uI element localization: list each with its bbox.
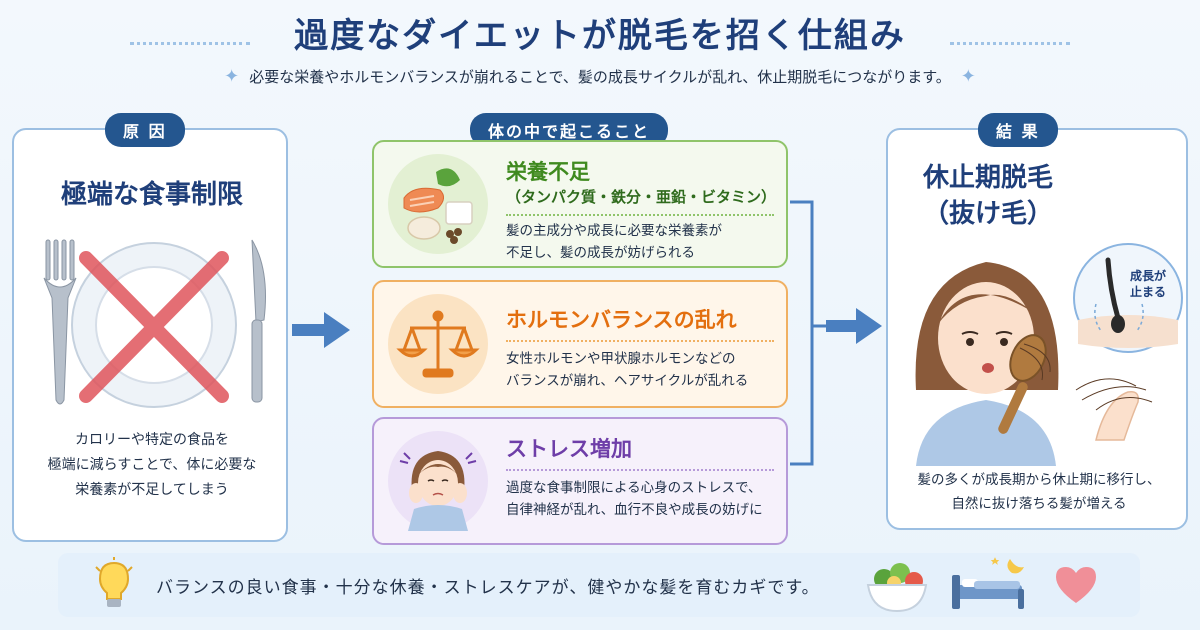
stressed-woman-icon [388,431,488,531]
salad-bowl-icon [866,563,928,613]
result-text-line: 自然に抜け落ちる髪が増える [951,496,1127,512]
hairbrush-icon [998,334,1051,434]
callout-text-line: 止まる [1130,284,1166,299]
bracket-connector [790,200,826,466]
result-text-line: 髪の多くが成長期から休止期に移行し、 [917,472,1161,488]
title-decoration-right [950,42,1070,45]
fork-icon [43,239,77,405]
step-heading: ホルモンバランスの乱れ [506,308,737,332]
step-heading: 栄養不足 [506,160,590,184]
sparkle-icon: ✦ [960,66,976,87]
page-title: 過度なダイエットが脱毛を招く仕組み [294,16,906,56]
step-description: 髪の主成分や成長に必要な栄養素が 不足し、髪の成長が妨げられる [506,220,782,264]
callout-text-line: 成長が [1130,268,1166,283]
result-panel: 休止期脱毛 （抜け毛） 成長が 止まる 髪の [886,128,1188,530]
title-decoration-left [130,42,250,45]
woman-hair-loss-illustration: 成長が 止まる [915,243,1183,466]
cause-text-line: 極端に減らすことで、体に必要な [47,457,257,473]
result-title: 休止期脱毛 （抜け毛） [888,160,1088,232]
tip-text: バランスの良い食事・十分な休養・ストレスケアが、健やかな髪を育むカギです。 [156,578,820,598]
cause-text-line: 栄養素が不足してしまう [75,482,229,498]
knife-icon [251,239,266,403]
divider [506,214,774,216]
cause-panel: 極端な食事制限 カロリーや特定の食品を 極端に減らすことで、体に必要な 栄養素が… [12,128,288,542]
step-text-line: 過度な食事制限による心身のストレスで、 [506,480,762,496]
result-title-line: 休止期脱毛 [922,163,1053,193]
divider [506,340,774,342]
sparkle-icon: ✦ [224,66,240,87]
tip-bar: バランスの良い食事・十分な休養・ストレスケアが、健やかな髪を育むカギです。 [58,553,1140,617]
bed-icon [952,557,1024,609]
lightbulb-icon [95,557,133,607]
scale-icon [388,294,488,394]
result-label: 結 果 [978,113,1058,147]
arrow-right-icon [826,308,882,344]
subtitle-row: ✦ 必要な栄養やホルモンバランスが崩れることで、髪の成長サイクルが乱れ、休止期脱毛… [0,66,1200,87]
result-description: 髪の多くが成長期から休止期に移行し、 自然に抜け落ちる髪が増える [896,468,1182,516]
step-text-line: 女性ホルモンや甲状腺ホルモンなどの [506,351,736,367]
step-hormone: ホルモンバランスの乱れ 女性ホルモンや甲状腺ホルモンなどの バランスが崩れ、ヘア… [372,280,788,408]
step-text-line: 髪の主成分や成長に必要な栄養素が [506,223,722,239]
step-subheading: （タンパク質・鉄分・亜鉛・ビタミン） [506,188,777,206]
step-nutrition: 栄養不足 （タンパク質・鉄分・亜鉛・ビタミン） 髪の主成分や成長に必要な栄養素が… [372,140,788,268]
step-text-line: バランスが崩れ、ヘアサイクルが乱れる [506,373,749,389]
arrow-right-icon [292,312,350,348]
cause-description: カロリーや特定の食品を 極端に減らすことで、体に必要な 栄養素が不足してしまう [24,428,280,503]
cross-mark-icon [79,251,229,403]
hair-follicle-callout: 成長が 止まる [1073,243,1183,353]
cause-title: 極端な食事制限 [60,180,243,210]
food-icon [388,154,488,254]
result-title-line: （抜け毛） [922,199,1053,229]
step-description: 過度な食事制限による心身のストレスで、 自律神経が乱れ、血行不良や成長の妨げに [506,477,782,521]
cause-label: 原 因 [105,113,185,147]
step-stress: ストレス増加 過度な食事制限による心身のストレスで、 自律神経が乱れ、血行不良や… [372,417,788,545]
crossed-out-plate-illustration [43,239,266,408]
cause-text-line: カロリーや特定の食品を [75,432,229,448]
divider [506,469,774,471]
step-description: 女性ホルモンや甲状腺ホルモンなどの バランスが崩れ、ヘアサイクルが乱れる [506,348,782,392]
page-subtitle: 必要な栄養やホルモンバランスが崩れることで、髪の成長サイクルが乱れ、休止期脱毛に… [249,68,951,86]
step-heading: ストレス増加 [506,437,632,461]
step-text-line: 自律神経が乱れ、血行不良や成長の妨げに [506,502,763,518]
heart-icon [1056,567,1096,603]
step-text-line: 不足し、髪の成長が妨げられる [506,245,695,261]
